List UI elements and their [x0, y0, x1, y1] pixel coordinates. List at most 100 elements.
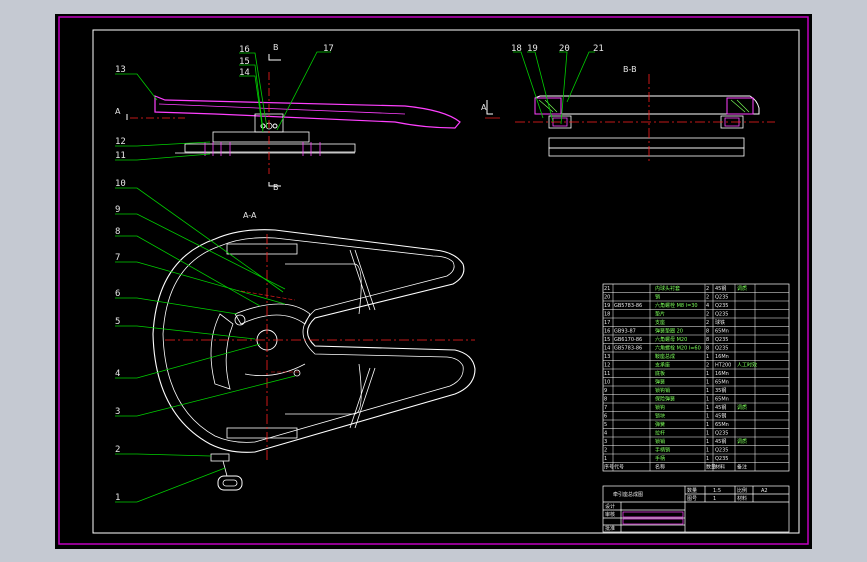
- callout-4: 4: [115, 369, 120, 379]
- bom-cell-qty: 1: [706, 371, 709, 377]
- callout-6: 6: [115, 289, 120, 299]
- bom-cell-note: 调质: [737, 285, 747, 292]
- bom-cell-note: 调质: [737, 438, 747, 445]
- bom-cell-qty: 2: [706, 286, 709, 292]
- bom-cell-qty: 2: [706, 363, 709, 369]
- bom-header-note: 备注: [737, 464, 747, 471]
- bom-cell-qty: 2: [706, 320, 709, 326]
- bom-cell-qty: 1: [706, 397, 709, 403]
- bom-cell-name: 销: [655, 294, 660, 301]
- elevation-view: [126, 54, 500, 187]
- qty-value: 1:5: [713, 488, 721, 494]
- callout-2: 2: [115, 445, 120, 455]
- outer-border: [58, 16, 809, 545]
- callout-3: 3: [115, 407, 120, 417]
- callout-1: 1: [115, 493, 120, 503]
- sheet-label: 图号: [687, 496, 697, 502]
- bom-cell-name: 支承座: [655, 362, 670, 369]
- bom-header-name: 名称: [655, 464, 665, 471]
- bom-header-qty: 数量: [706, 464, 716, 471]
- bom-cell-qty: 1: [706, 380, 709, 386]
- callout-9: 9: [115, 205, 120, 215]
- bom-cell-material: HT200: [715, 363, 731, 369]
- bom-cell-qty: 1: [706, 431, 709, 437]
- bom-cell-no: 7: [604, 405, 607, 411]
- bom-cell-material: 35钢: [715, 387, 726, 394]
- bom-cell-name: 锁块: [655, 413, 665, 420]
- bom-cell-no: 2: [604, 448, 607, 454]
- bom-cell-name: 底板: [655, 370, 665, 377]
- bom-cell-qty: 8: [706, 329, 709, 335]
- bom-cell-qty: 1: [706, 439, 709, 445]
- bom-cell-name: 锁钩销: [655, 387, 670, 394]
- bom-cell-name: 垫片: [655, 311, 665, 318]
- bom-cell-name: 内球头衬套: [655, 285, 680, 292]
- bom-cell-note: 调质: [737, 404, 747, 411]
- section-aa-label: A-A: [243, 211, 257, 220]
- bom-cell-material: Q235: [715, 295, 728, 301]
- bom-cell-code: GB5783-86: [614, 303, 642, 309]
- bom-cell-material: Q235: [715, 303, 728, 309]
- callout-13: 13: [115, 65, 126, 75]
- qty-label: 数量: [687, 487, 697, 494]
- plan-view-aa: [152, 229, 476, 491]
- bom-cell-qty: 1: [706, 448, 709, 454]
- callout-21: 21: [593, 44, 604, 54]
- bom-cell-no: 5: [604, 422, 607, 428]
- bom-cell-no: 18: [604, 312, 610, 318]
- bom-cell-material: 45钢: [715, 404, 726, 411]
- bom-cell-material: Q235: [715, 312, 728, 318]
- bom-cell-material: 65Mn: [715, 422, 729, 428]
- bom-cell-qty: 1: [706, 405, 709, 411]
- bom-cell-no: 6: [604, 414, 607, 420]
- bom-cell-material: 65Mn: [715, 380, 729, 386]
- section-bb-label: B-B: [623, 65, 637, 74]
- bom-cell-material: 球铁: [715, 319, 725, 326]
- bom-cell-qty: 4: [706, 303, 709, 309]
- bom-cell-material: Q235: [715, 456, 728, 462]
- bom-cell-material: 45钢: [715, 285, 726, 292]
- inner-frame: [92, 29, 800, 534]
- bom-cell-material: 16Mn: [715, 371, 729, 377]
- callout-18: 18: [511, 44, 522, 54]
- bom-cell-qty: 1: [706, 354, 709, 360]
- callout-19: 19: [527, 44, 538, 54]
- section-letter-a-right: A: [481, 103, 487, 112]
- leader-lines: [115, 51, 595, 503]
- bom-cell-note: 人工时效: [737, 362, 757, 369]
- bom-cell-qty: 1: [706, 414, 709, 420]
- bom-cell-material: 16Mn: [715, 354, 729, 360]
- bom-cell-name: 六角螺母 M20: [655, 336, 687, 343]
- bom-cell-no: 8: [604, 397, 607, 403]
- bom-cell-name: 手柄销: [655, 447, 670, 454]
- bom-cell-no: 9: [604, 388, 607, 394]
- bom-cell-name: 保险弹簧: [655, 396, 675, 403]
- bom-cell-material: Q235: [715, 346, 728, 352]
- bom-cell-no: 21: [604, 286, 610, 292]
- callout-17: 17: [323, 44, 334, 54]
- bom-cell-no: 12: [604, 363, 610, 369]
- bom-cell-code: GB6170-86: [614, 337, 642, 343]
- cad-viewport[interactable]: A A B B B-B A-A: [55, 14, 812, 549]
- section-bb-view: [515, 74, 775, 162]
- bom-cell-no: 1: [604, 456, 607, 462]
- bom-cell-material: Q235: [715, 337, 728, 343]
- bom-cell-qty: 1: [706, 456, 709, 462]
- bom-cell-qty: 2: [706, 295, 709, 301]
- approve-label: 批准: [605, 525, 615, 532]
- callout-15: 15: [239, 57, 250, 67]
- callout-20: 20: [559, 44, 570, 54]
- callout-5: 5: [115, 317, 120, 327]
- callout-numbers: 1 2 3 4 5 6 7 8 9 10 11 12 13 14 15 16 1…: [115, 44, 604, 503]
- bom-cell-qty: 8: [706, 346, 709, 352]
- bom-cell-no: 4: [604, 431, 607, 437]
- callout-11: 11: [115, 151, 126, 161]
- bom-cell-name: 弹簧垫圈 20: [655, 328, 683, 335]
- bom-cell-no: 17: [604, 320, 610, 326]
- sheet-value: A2: [761, 488, 768, 494]
- bom-cell-no: 10: [604, 380, 610, 386]
- bom-cell-qty: 1: [706, 422, 709, 428]
- bom-cell-name: 支座: [655, 319, 665, 326]
- bom-cell-no: 14: [604, 346, 610, 352]
